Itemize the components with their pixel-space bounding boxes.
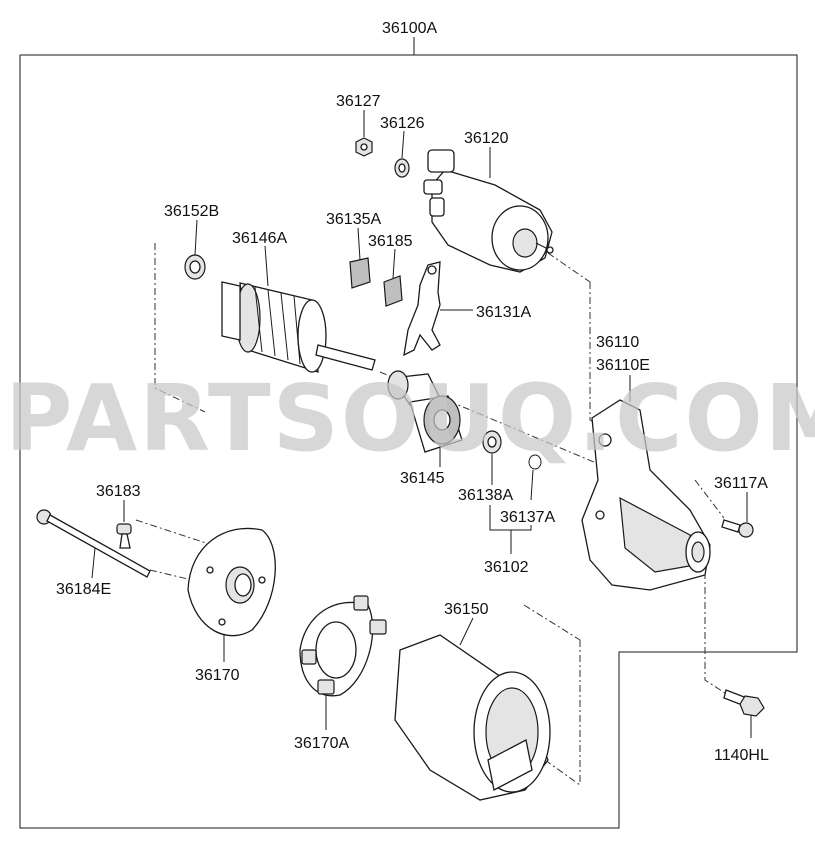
pad-36185 [383, 275, 403, 307]
label-36117A: 36117A [714, 475, 768, 492]
front-housing-36110 [581, 399, 711, 591]
pinion-clutch-36145 [387, 370, 463, 453]
washer-36152B [184, 254, 206, 280]
label-36183: 36183 [96, 483, 141, 500]
label-36127: 36127 [336, 93, 381, 110]
label-36185: 36185 [368, 233, 413, 250]
snap-ring-36137A [528, 454, 542, 470]
brush-holder-36170A [299, 595, 387, 697]
label-36135A: 36135A [326, 211, 381, 228]
label-36126: 36126 [380, 115, 425, 132]
pad-36135A [349, 257, 371, 289]
solenoid-switch-36120 [423, 149, 554, 273]
label-36102: 36102 [484, 559, 529, 576]
washer-36126 [394, 158, 410, 178]
label-36131A: 36131A [476, 304, 531, 321]
label-36137A: 36137A [500, 509, 555, 526]
label-36110E: 36110E [596, 357, 650, 374]
label-36150: 36150 [444, 601, 489, 618]
through-bolt-36184E [36, 509, 151, 578]
rear-bracket-36170 [187, 527, 276, 637]
label-36184E: 36184E [56, 581, 111, 598]
bolt-36117A [721, 519, 754, 538]
assembly-label-36100A: 36100A [382, 20, 437, 37]
label-36110: 36110 [596, 334, 639, 351]
watermark: PARTSOUQ.COM [5, 365, 815, 472]
washer-36138A [482, 430, 502, 454]
label-36120: 36120 [464, 130, 509, 147]
label-36170: 36170 [195, 667, 240, 684]
yoke-36150 [394, 634, 551, 801]
label-36152B: 36152B [164, 203, 219, 220]
label-36145: 36145 [400, 470, 445, 487]
bolt-1140HL [723, 689, 765, 717]
armature-36146A [221, 281, 376, 373]
label-36146A: 36146A [232, 230, 287, 247]
assembly-boundary [19, 54, 798, 829]
label-1140HL: 1140HL [714, 747, 769, 764]
label-36138A: 36138A [458, 487, 513, 504]
screw-36183 [116, 523, 132, 549]
part-labels: 36100A 36127 36126 36120 36152B 36135A 3… [56, 20, 769, 764]
hex-nut-36127 [355, 137, 373, 157]
shift-lever-36131A [403, 261, 441, 357]
label-36170A: 36170A [294, 735, 349, 752]
